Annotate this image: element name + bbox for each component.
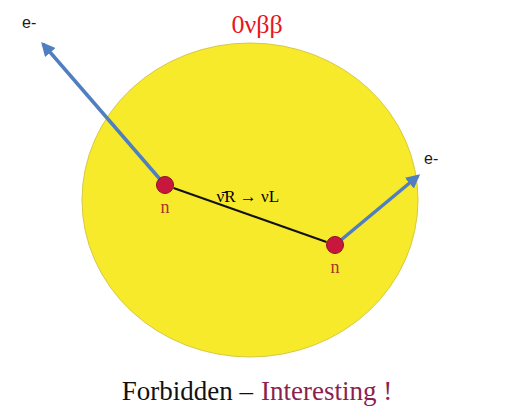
electron-arrow [43, 44, 165, 185]
electron-label: e- [22, 14, 36, 32]
emphasis-note: Interesting ! [261, 376, 392, 407]
nucleon-label: n [161, 197, 170, 218]
exchange-line [173, 188, 326, 242]
caption: Forbidden – [122, 376, 253, 407]
nucleon-label: n [331, 257, 340, 278]
electron-label: e- [424, 150, 438, 168]
nucleon-dot: n [326, 236, 344, 254]
bottom-line: Forbidden – Interesting ! [0, 376, 514, 407]
electron-arrow [335, 176, 418, 245]
nucleus [82, 43, 418, 357]
exchange-label: ν̄R → νL [217, 187, 280, 207]
diagram-title: 0νββ [0, 10, 514, 40]
nucleon-dot: n [156, 176, 174, 194]
